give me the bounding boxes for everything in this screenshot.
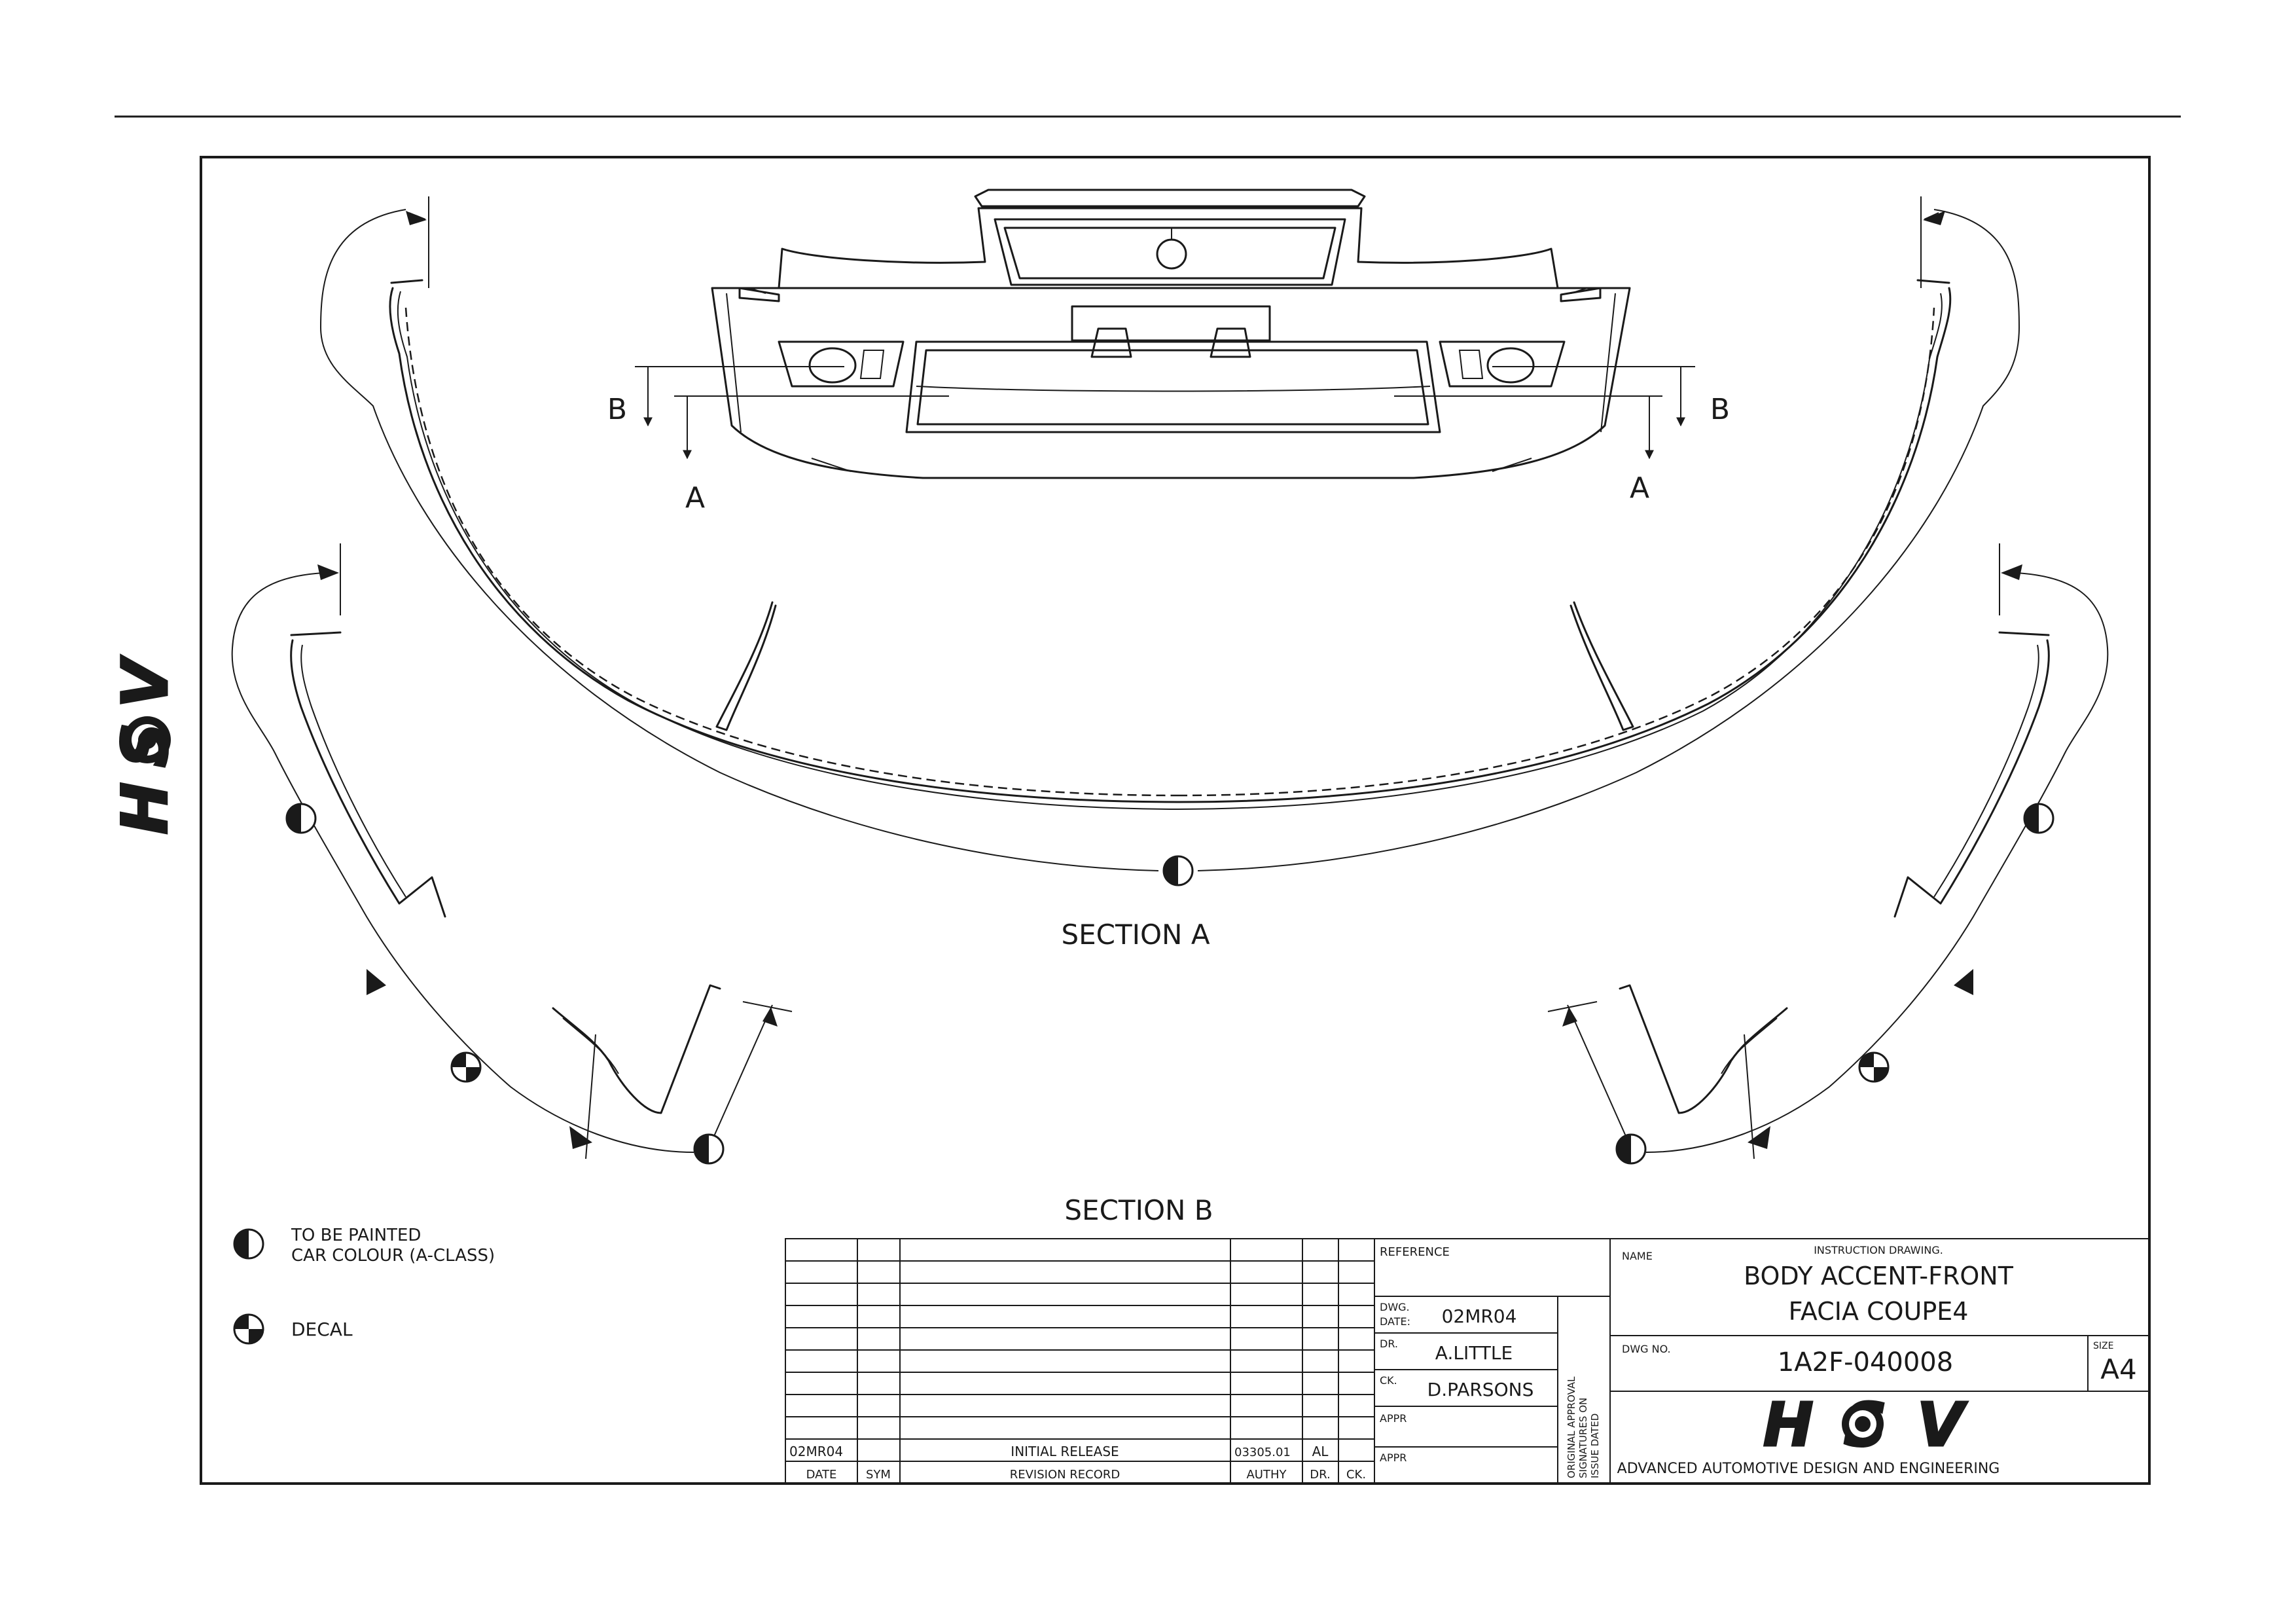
approval-line1: ORIGINAL APPROVAL [1566,1376,1577,1478]
dwg-date-value: 02MR04 [1442,1305,1517,1327]
revision-date-cell: 02MR04 [789,1444,843,1459]
legend-decal: DECAL [291,1319,353,1340]
section-b-left-symbols [285,803,725,1165]
approval-line2: SIGNATURES ON [1577,1398,1589,1478]
section-b-title: SECTION B [1064,1194,1213,1226]
revision-record-cell: INITIAL RELEASE [1011,1444,1119,1459]
section-a-paint-symbol [1162,855,1194,886]
dwg-no-value: 1A2F-040008 [1778,1347,1953,1377]
quartered-circle-icon [233,1313,264,1345]
revision-table-row: 02MR04 INITIAL RELEASE 03305.01 AL [789,1444,1329,1459]
dwg-date-label-2: DATE: [1380,1315,1410,1328]
company-tagline: ADVANCED AUTOMOTIVE DESIGN AND ENGINEERI… [1617,1461,2000,1477]
section-a-title: SECTION A [1061,919,1210,951]
section-marker-b-left: B [607,393,627,426]
dr-label: DR. [1380,1338,1398,1350]
section-marker-a-right: A [1630,471,1649,505]
legend-painted-line2: CAR COLOUR (A-CLASS) [291,1246,495,1266]
hsv-logo-vertical: HSV [108,644,183,836]
ck-label: CK. [1380,1374,1397,1387]
header-sym: SYM [866,1468,891,1482]
header-dr: DR. [1310,1468,1330,1482]
revision-table-header: DATE SYM REVISION RECORD AUTHY DR. CK. [806,1468,1366,1482]
logo-text-vertical: HSV [109,645,182,835]
front-bumper-view [711,189,1631,479]
half-filled-circle-icon [233,1228,264,1260]
section-b-right-symbols [1615,803,2054,1165]
legend: TO BE PAINTED CAR COLOUR (A-CLASS) DECAL [233,1226,495,1345]
drawing-name-line2: FACIA COUPE4 [1789,1297,1969,1326]
dr-value: A.LITTLE [1435,1342,1513,1364]
section-marker-b-right: B [1710,393,1730,426]
approval-note: ORIGINAL APPROVAL SIGNATURES ON ISSUE DA… [1566,1376,1601,1478]
revision-table [785,1238,1375,1484]
title-block [1374,1238,2150,1484]
size-value: A4 [2100,1353,2136,1385]
header-revision-record: REVISION RECORD [1010,1468,1121,1482]
name-label: NAME [1622,1250,1653,1262]
header-date: DATE [806,1468,837,1482]
revision-authy-cell: 03305.01 [1234,1446,1291,1459]
appr-label-1: APPR [1380,1412,1407,1425]
section-cut-lines [635,366,1695,460]
section-a-profile [319,196,2020,871]
header-authy: AUTHY [1246,1468,1287,1482]
dwg-no-label: DWG NO. [1622,1343,1671,1355]
dwg-date-label-1: DWG. [1380,1301,1410,1313]
ck-value: D.PARSONS [1427,1379,1534,1400]
section-marker-a-left: A [685,481,705,515]
drawing-type: INSTRUCTION DRAWING. [1814,1244,1943,1256]
revision-dr-cell: AL [1312,1444,1329,1459]
reference-label: REFERENCE [1380,1245,1450,1259]
drawing-name-line1: BODY ACCENT-FRONT [1744,1262,2014,1290]
header-ck: CK. [1346,1468,1366,1482]
approval-line3: ISSUE DATED [1589,1413,1601,1478]
appr-label-2: APPR [1380,1451,1407,1464]
size-label: SIZE [2093,1341,2113,1351]
section-b-left-profile [231,543,793,1159]
hsv-logo-title-block: HSV [1762,1389,1964,1461]
section-b-right-profile [1547,543,2109,1159]
legend-painted-line1: TO BE PAINTED [291,1226,421,1245]
